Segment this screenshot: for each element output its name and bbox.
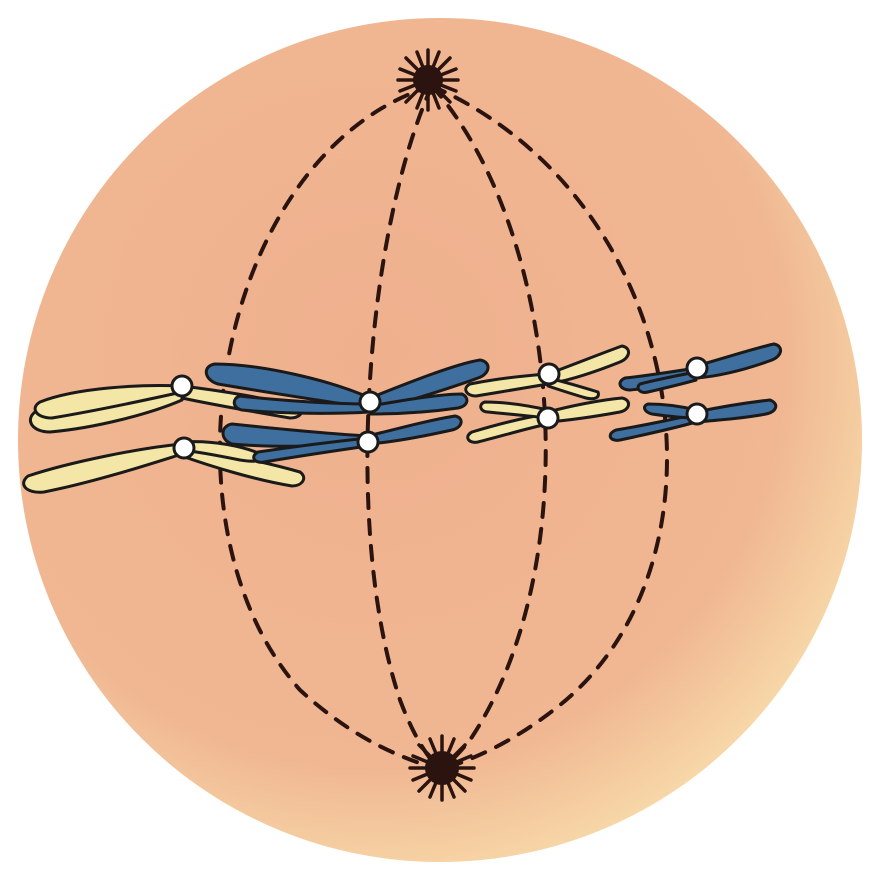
centromere bbox=[172, 376, 192, 396]
centromere bbox=[360, 392, 380, 412]
top-pole-aster bbox=[398, 50, 458, 110]
centromere bbox=[539, 364, 559, 384]
centromere bbox=[687, 404, 707, 424]
centromere bbox=[687, 358, 707, 378]
centromere bbox=[358, 432, 378, 452]
centromere bbox=[538, 408, 558, 428]
bottom-pole-aster bbox=[410, 736, 474, 800]
cell-body bbox=[18, 18, 862, 862]
centromere bbox=[174, 438, 194, 458]
